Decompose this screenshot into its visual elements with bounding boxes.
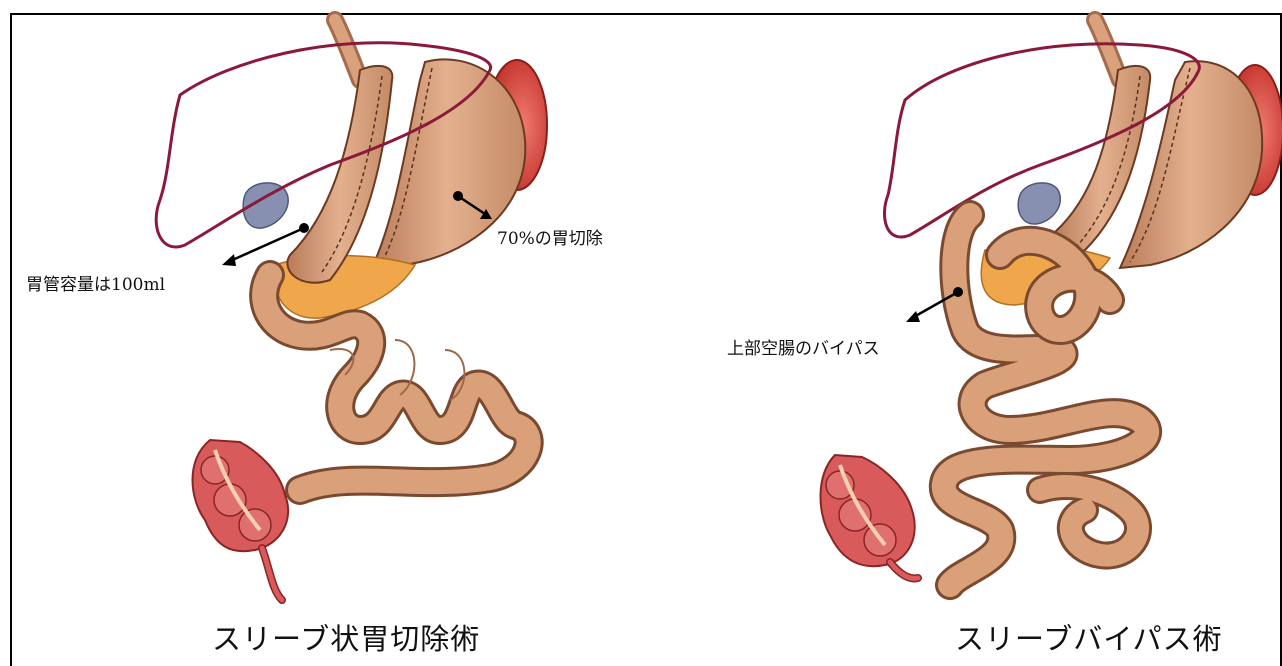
right-diagram	[820, 20, 1282, 585]
gallbladder-right	[1018, 183, 1060, 224]
label-jejunal-bypass: 上部空腸のバイパス	[727, 334, 880, 359]
caption-sleeve-gastrectomy: スリーブ状胃切除術	[212, 616, 480, 658]
caption-sleeve-bypass: スリーブバイパス術	[955, 616, 1223, 658]
sleeve-stomach	[287, 66, 392, 283]
left-diagram	[156, 20, 547, 600]
label-sleeve-volume: 胃管容量は100ml	[26, 270, 165, 295]
sleeve-stomach-right	[1052, 66, 1150, 253]
label-resection: 70%の胃切除	[497, 224, 603, 249]
